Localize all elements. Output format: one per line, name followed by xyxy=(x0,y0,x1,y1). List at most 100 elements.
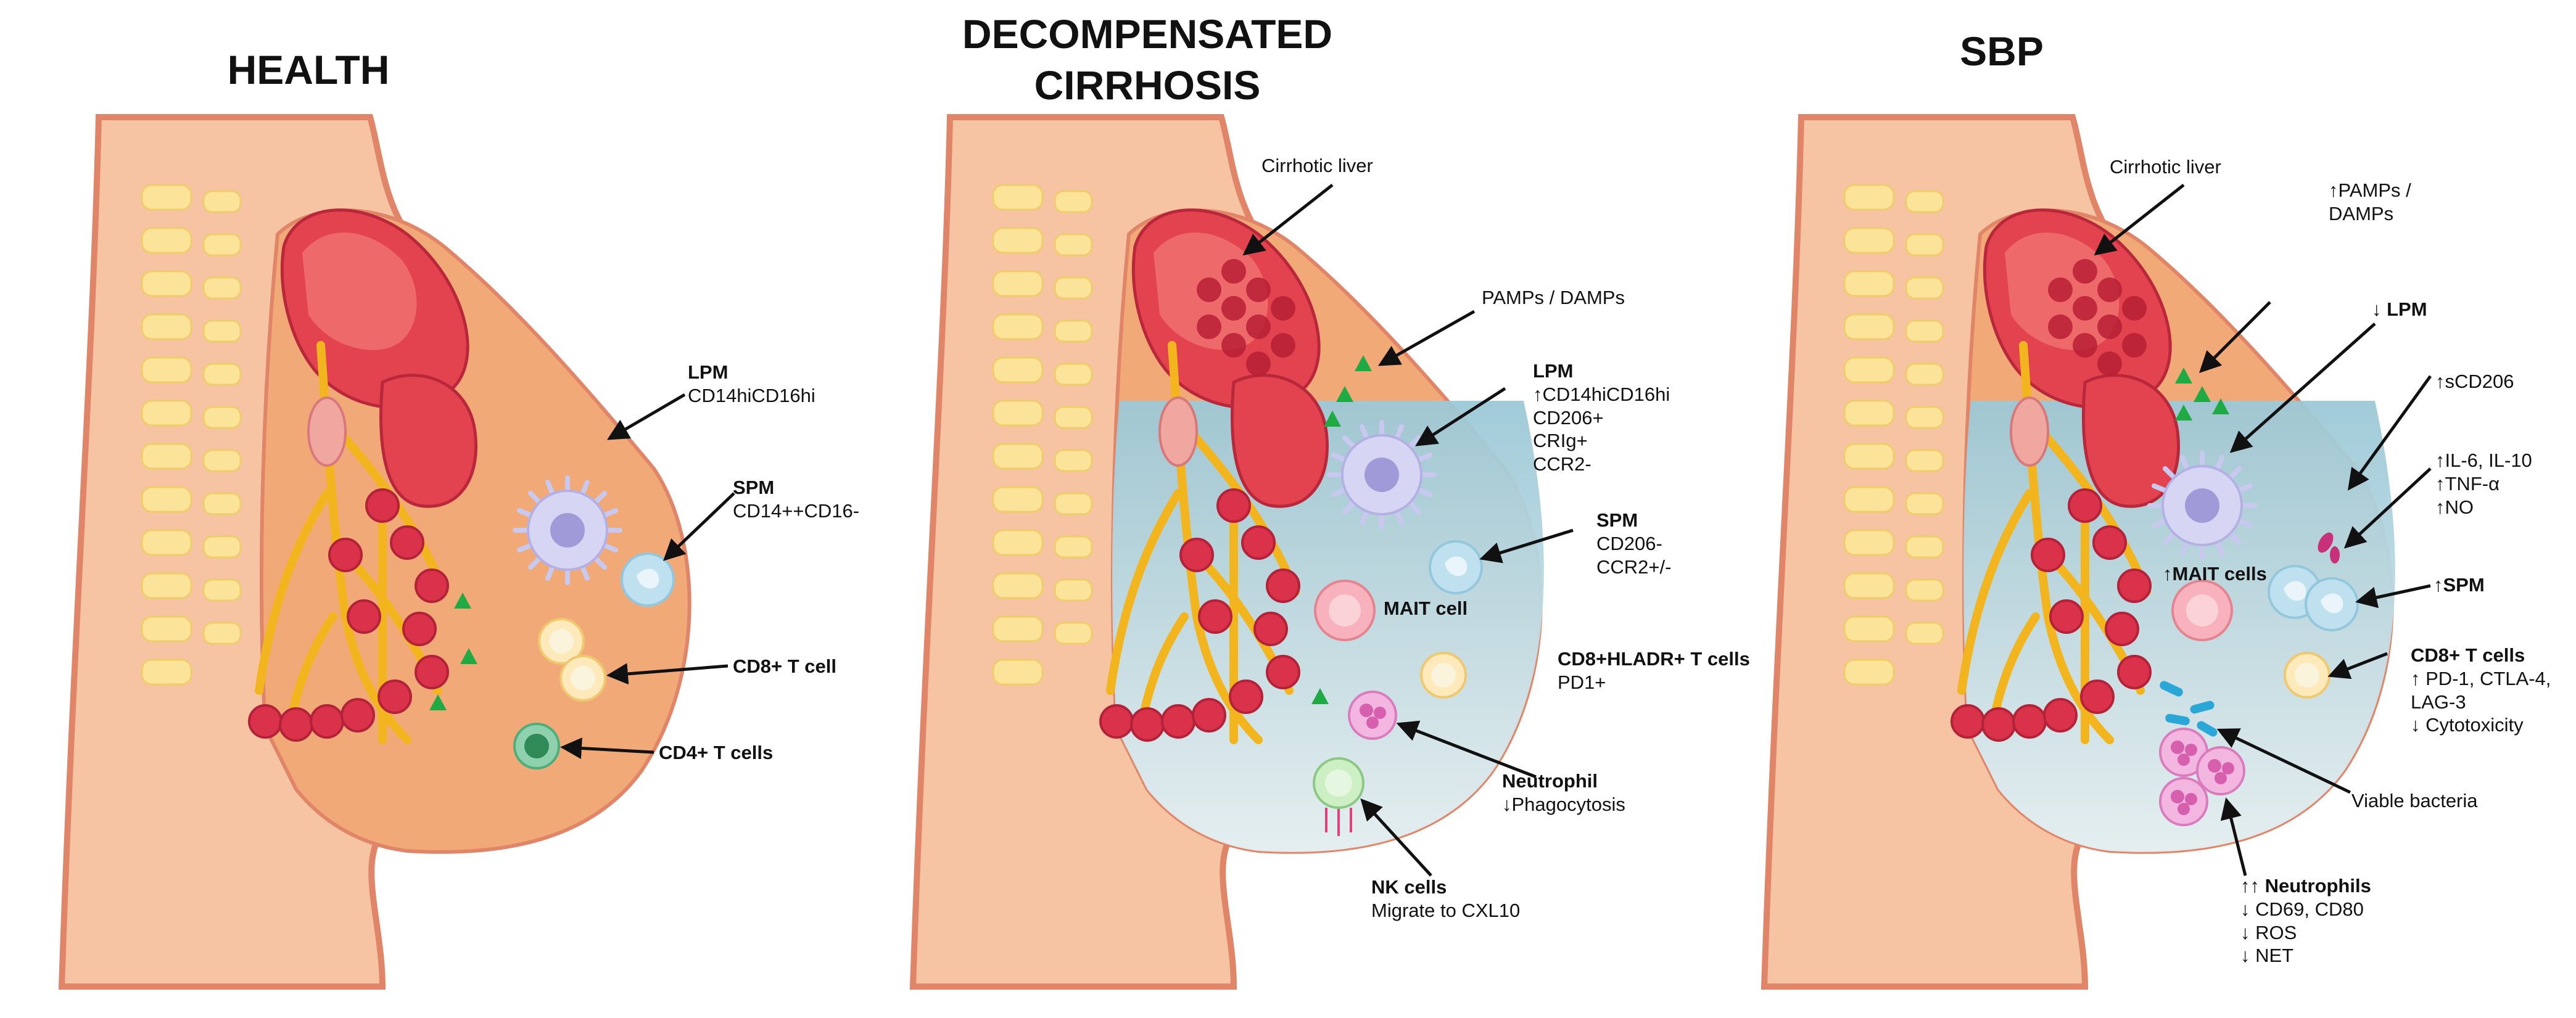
viable-bacteria xyxy=(2160,681,2218,737)
arrow xyxy=(1479,528,1574,564)
label-title: ↓ LPM xyxy=(2372,298,2427,320)
label-spm: ↑SPM xyxy=(2434,573,2485,597)
label-title: LPM xyxy=(688,361,729,383)
label-detail: LAG-3 xyxy=(2411,691,2466,713)
lpm-macrophage xyxy=(1329,422,1434,527)
title-line: CIRRHOSIS xyxy=(1034,62,1261,108)
arrow xyxy=(2327,652,2388,679)
label-title: ↑↑ Neutrophils xyxy=(2240,875,2371,897)
nk-cell xyxy=(1313,757,1364,836)
arrow xyxy=(1242,184,1334,256)
label-cd8-t-cells: CD8+ T cells ↑ PD-1, CTLA-4, LAG-3 ↓ Cyt… xyxy=(2411,644,2551,737)
arrow xyxy=(1415,387,1506,446)
arrow xyxy=(2199,301,2271,373)
cirrhotic-liver-nodules xyxy=(2048,259,2147,376)
label-title: MAIT cell xyxy=(1384,597,1468,619)
arrow xyxy=(663,492,735,561)
label-cd8-t-cell: CD8+ T cell xyxy=(733,655,836,678)
label-title: SPM xyxy=(1596,509,1638,531)
label-detail: CD14++CD16- xyxy=(733,499,860,522)
label-detail: CCR2+/- xyxy=(1596,556,1672,578)
cirrhotic-liver-nodules xyxy=(1197,259,1295,376)
label-cytokines: ↑IL-6, IL-10 ↑TNF-α ↑NO xyxy=(2435,449,2532,519)
cytokines xyxy=(2318,532,2340,564)
label-detail: ↑PAMPs / xyxy=(2329,179,2411,201)
arrow xyxy=(2216,728,2351,794)
label-detail: ↑IL-6, IL-10 xyxy=(2435,449,2532,471)
label-title: CD8+ T cell xyxy=(733,655,836,677)
label-detail: PAMPs / DAMPs xyxy=(1482,287,1625,308)
neutrophil xyxy=(1348,691,1397,740)
label-detail: ↑TNF-α xyxy=(2435,472,2500,495)
label-detail: ↑CD14hiCD16hi xyxy=(1533,383,1670,405)
label-title: LPM xyxy=(1533,360,1574,382)
cd8-t-cell xyxy=(559,655,606,702)
label-detail: CCR2- xyxy=(1533,453,1591,475)
arrow xyxy=(606,393,686,440)
label-cirrhotic-liver: Cirrhotic liver xyxy=(1261,154,1373,178)
label-detail: CD14hiCD16hi xyxy=(688,384,815,406)
label-detail: CD206- xyxy=(1596,532,1662,554)
arrow xyxy=(2355,584,2431,609)
label-detail: ↑ PD-1, CTLA-4, xyxy=(2411,667,2551,689)
label-cd4-t-cells: CD4+ T cells xyxy=(659,741,773,765)
label-detail: ↓Phagocytosis xyxy=(1502,793,1625,815)
label-detail: ↑sCD206 xyxy=(2435,371,2514,392)
panel-title-health: HEALTH xyxy=(227,47,390,92)
label-detail: ↓ NET xyxy=(2240,945,2294,967)
label-lpm: LPM CD14hiCD16hi xyxy=(688,361,815,408)
label-title: NK cells xyxy=(1371,876,1447,898)
label-detail: ↓ ROS xyxy=(2240,921,2297,943)
panel-decompensated-cirrhosis xyxy=(913,117,1574,987)
label-title: ↑SPM xyxy=(2434,574,2485,596)
title-line: DECOMPENSATED xyxy=(962,11,1333,57)
label-scd206: ↑sCD206 xyxy=(2435,370,2514,393)
panel-health xyxy=(62,117,735,987)
spm-cell xyxy=(1429,540,1483,594)
arrow xyxy=(2347,375,2432,491)
label-title: Neutrophil xyxy=(1502,770,1598,792)
label-detail: PD1+ xyxy=(1558,671,1606,693)
label-title: ↑MAIT cells xyxy=(2163,563,2267,585)
panel-sbp xyxy=(1764,117,2432,987)
label-detail: DAMPs xyxy=(2329,202,2394,224)
label-title: CD8+HLADR+ T cells xyxy=(1558,648,1750,670)
spm-cell xyxy=(621,552,675,607)
label-cirrhotic-liver: Cirrhotic liver xyxy=(2110,155,2221,179)
label-detail: ↑NO xyxy=(2435,496,2474,518)
label-detail: CRIg+ xyxy=(1533,430,1588,452)
cd4-t-cell xyxy=(513,723,560,770)
panel-title-sbp: SBP xyxy=(1960,28,2044,74)
arrow xyxy=(560,737,654,760)
label-lpm: ↓ LPM xyxy=(2372,298,2427,321)
mait-cell xyxy=(1314,580,1376,641)
label-neutrophil: Neutrophil ↓Phagocytosis xyxy=(1502,770,1625,816)
label-detail: Cirrhotic liver xyxy=(1261,155,1373,176)
label-viable-bacteria: Viable bacteria xyxy=(2351,789,2478,813)
label-mait-cells: ↑MAIT cells xyxy=(2163,562,2267,586)
spm-cell xyxy=(2305,577,2359,631)
label-spm: SPM CD206- CCR2+/- xyxy=(1596,509,1671,578)
label-detail: Cirrhotic liver xyxy=(2110,156,2221,178)
arrow xyxy=(606,663,729,685)
lpm-macrophage xyxy=(2150,453,2255,558)
label-lpm: LPM ↑CD14hiCD16hi CD206+ CRIg+ CCR2- xyxy=(1533,359,1670,476)
label-cd8-hladr-t-cells: CD8+HLADR+ T cells PD1+ xyxy=(1558,647,1750,694)
label-mait-cell: MAIT cell xyxy=(1384,597,1468,620)
arrow xyxy=(2229,322,2376,453)
neutrophil xyxy=(2159,777,2208,826)
label-spm: SPM CD14++CD16- xyxy=(733,476,859,523)
arrow xyxy=(2220,797,2247,876)
arrow xyxy=(1360,798,1432,877)
label-title: SPM xyxy=(733,477,775,498)
arrow xyxy=(1377,310,1476,366)
label-detail: Migrate to CXL10 xyxy=(1371,899,1521,921)
label-title: CD8+ T cells xyxy=(2411,644,2525,666)
lpm-macrophage xyxy=(515,478,620,583)
mait-cell xyxy=(2171,580,2233,641)
label-detail: ↓ CD69, CD80 xyxy=(2240,898,2364,920)
label-title: CD4+ T cells xyxy=(659,742,774,763)
panel-title-decompensated-cirrhosis: DECOMPENSATED CIRRHOSIS xyxy=(931,9,1363,110)
cd8-t-cell xyxy=(2284,652,2330,699)
